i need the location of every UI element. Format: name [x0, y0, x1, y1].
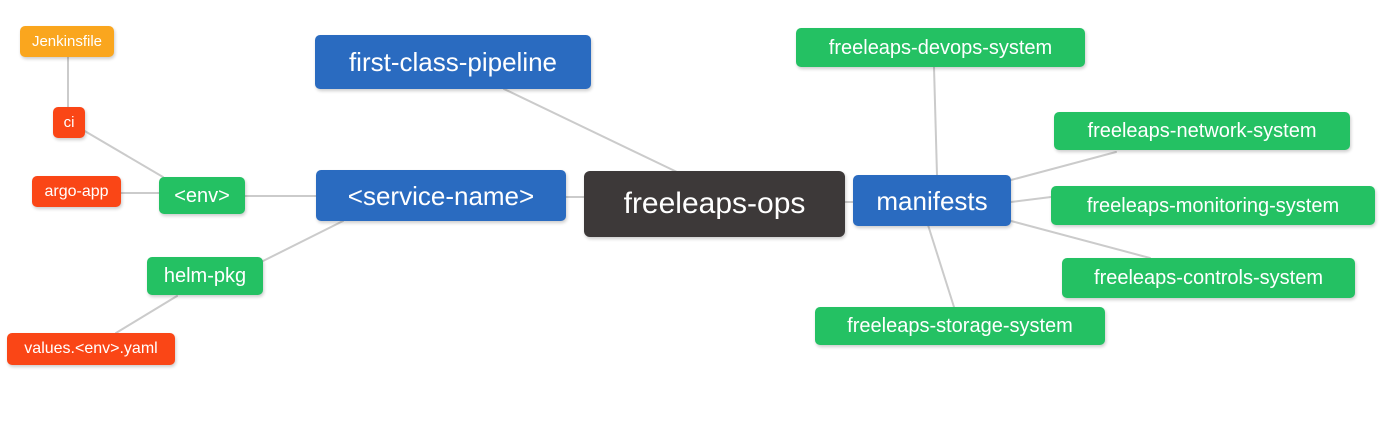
edge-manifests-to-freeleaps-monitoring-system — [1010, 196, 1052, 203]
node-first-class-pipeline[interactable]: first-class-pipeline — [315, 35, 591, 89]
node-values-env-yaml[interactable]: values.<env>.yaml — [7, 333, 175, 365]
node-ci[interactable]: ci — [53, 107, 85, 138]
edge-manifests-to-freeleaps-devops-system — [933, 66, 938, 176]
node-freeleaps-storage-system[interactable]: freeleaps-storage-system — [815, 307, 1105, 345]
node-helm-pkg[interactable]: helm-pkg — [147, 257, 263, 295]
node-freeleaps-devops-system[interactable]: freeleaps-devops-system — [796, 28, 1085, 67]
edge-manifests-to-freeleaps-storage-system — [927, 224, 955, 308]
node-env[interactable]: <env> — [159, 177, 245, 214]
node-freeleaps-controls-system[interactable]: freeleaps-controls-system — [1062, 258, 1355, 298]
node-freeleaps-network-system[interactable]: freeleaps-network-system — [1054, 112, 1350, 150]
node-manifests[interactable]: manifests — [853, 175, 1011, 226]
edge-manifests-to-freeleaps-controls-system — [1010, 220, 1151, 259]
edge-ci-to-env — [82, 129, 164, 178]
node-freeleaps-monitoring-system[interactable]: freeleaps-monitoring-system — [1051, 186, 1375, 225]
edge-manifests-to-freeleaps-network-system — [1010, 151, 1117, 181]
node-freeleaps-ops[interactable]: freeleaps-ops — [584, 171, 845, 237]
edge-helm-pkg-to-service-name — [262, 220, 344, 262]
node-service-name[interactable]: <service-name> — [316, 170, 566, 221]
edge-values-env-yaml-to-helm-pkg — [115, 295, 178, 334]
node-jenkinsfile[interactable]: Jenkinsfile — [20, 26, 114, 57]
node-argo-app[interactable]: argo-app — [32, 176, 121, 207]
edge-first-class-pipeline-to-freeleaps-ops — [503, 88, 678, 173]
